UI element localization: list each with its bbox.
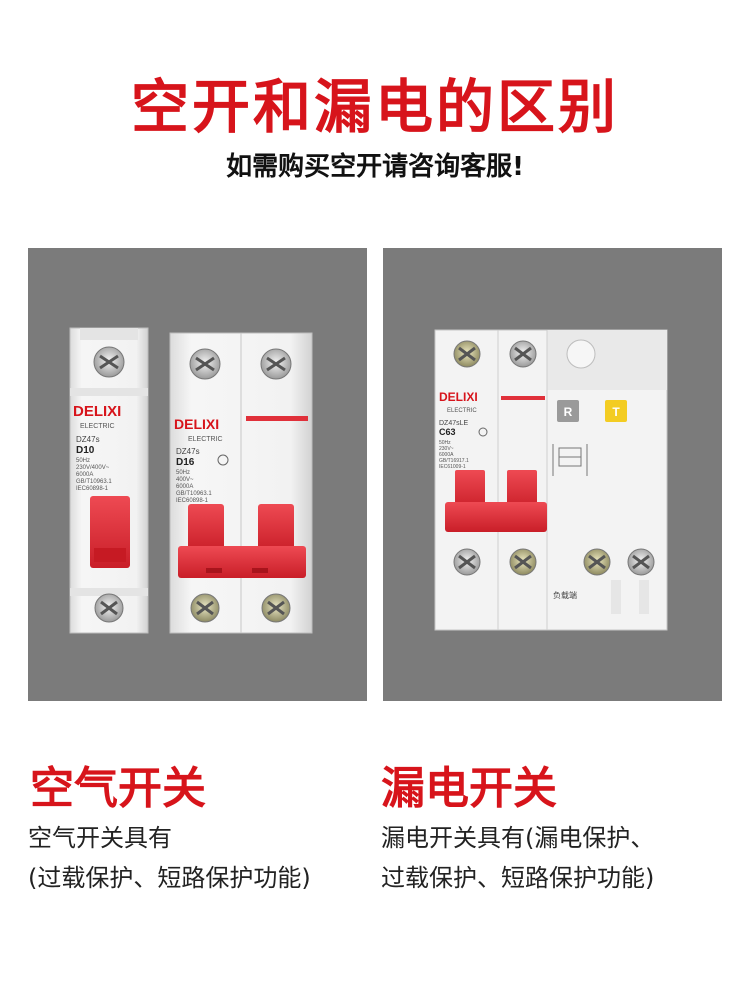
terminal-screw-icon [583, 548, 611, 576]
reset-button [557, 400, 579, 422]
terminal-screw-icon [93, 346, 125, 378]
air-switch-desc-line2: (过载保护、短路保护功能) [28, 864, 311, 892]
spec-line: 6000A [76, 472, 93, 478]
model-label: DZ47sLE [439, 420, 469, 427]
brand-sub: ELECTRIC [447, 408, 477, 414]
terminal-screw-icon [260, 348, 292, 380]
spec-line: GB/T16917.1 [439, 458, 469, 464]
brand-sub: ELECTRIC [80, 423, 115, 430]
spec-line: 230V~ [439, 446, 454, 452]
page-subtitle: 如需购买空开请咨询客服! [226, 152, 524, 182]
model-label: DZ47s [176, 447, 200, 456]
leakage-switch-desc-line2: 过载保护、短路保护功能) [381, 864, 655, 892]
brand-logo: DELIXI [439, 390, 478, 404]
breaker-handle [445, 502, 547, 532]
terminal-screw-icon [627, 548, 655, 576]
rating-label: C63 [439, 427, 456, 437]
spec-line: GB/T10963.1 [76, 479, 112, 485]
spec-line: 6000A [439, 452, 454, 458]
single-pole-breaker: DELIXI ELECTRIC DZ47s D10 50Hz 230V/400V… [69, 327, 149, 634]
terminal-screw-icon [190, 593, 220, 623]
air-switch-photo: DELIXI ELECTRIC DZ47s D10 50Hz 230V/400V… [28, 248, 367, 701]
spec-line: 50Hz [176, 470, 190, 476]
air-switch-illustration: DELIXI ELECTRIC DZ47s D10 50Hz 230V/400V… [69, 327, 313, 634]
test-button [605, 400, 627, 422]
terminal-screw-icon [509, 548, 537, 576]
circuit-symbol-icon [552, 444, 588, 476]
spec-line: IEC60898-1 [176, 498, 209, 504]
spec-line: GB/T10963.1 [176, 491, 212, 497]
test-label: T [612, 405, 620, 419]
spec-line: 50Hz [76, 458, 90, 464]
spec-line: 400V~ [176, 477, 194, 483]
terminal-screw-icon [453, 548, 481, 576]
terminal-screw-icon [509, 340, 537, 368]
brand-sub: ELECTRIC [188, 436, 223, 443]
leakage-switch-illustration: DELIXI ELECTRIC DZ47sLE C63 50Hz 230V~ 6… [434, 329, 668, 631]
leakage-switch-photo: DELIXI ELECTRIC DZ47sLE C63 50Hz 230V~ 6… [383, 248, 722, 701]
ccc-mark-icon [217, 454, 229, 466]
spec-line: IEC60898-1 [76, 486, 109, 492]
rating-label: D16 [176, 457, 195, 468]
terminal-screw-icon [94, 593, 124, 623]
model-label: DZ47s [76, 435, 100, 444]
rating-label: D10 [76, 445, 95, 456]
ccc-mark-icon [478, 427, 488, 437]
spec-line: IEC61009-1 [439, 464, 466, 470]
brand-logo: DELIXI [73, 403, 121, 420]
terminal-screw-icon [453, 340, 481, 368]
terminal-screw-icon [261, 593, 291, 623]
brand-logo: DELIXI [174, 416, 219, 432]
page-title: 空开和漏电的区别 [130, 73, 619, 141]
spec-line: 230V/400V~ [76, 465, 110, 471]
spec-line: 50Hz [439, 440, 451, 446]
air-switch-caption: 空气开关 [30, 763, 206, 814]
terminal-screw-icon [189, 348, 221, 380]
reset-label: R [564, 405, 573, 419]
load-side-label: 负载端 [553, 590, 577, 600]
leakage-breaker: DELIXI ELECTRIC DZ47sLE C63 50Hz 230V~ 6… [434, 329, 668, 631]
air-switch-desc-line1: 空气开关具有 [28, 824, 172, 852]
breaker-handle [178, 546, 306, 578]
leakage-switch-caption: 漏电开关 [381, 763, 557, 814]
spec-line: 6000A [176, 484, 193, 490]
leakage-switch-desc-line1: 漏电开关具有(漏电保护、 [381, 824, 655, 852]
double-pole-breaker: DELIXI ELECTRIC DZ47s D16 50Hz 400V~ 600… [169, 332, 313, 634]
